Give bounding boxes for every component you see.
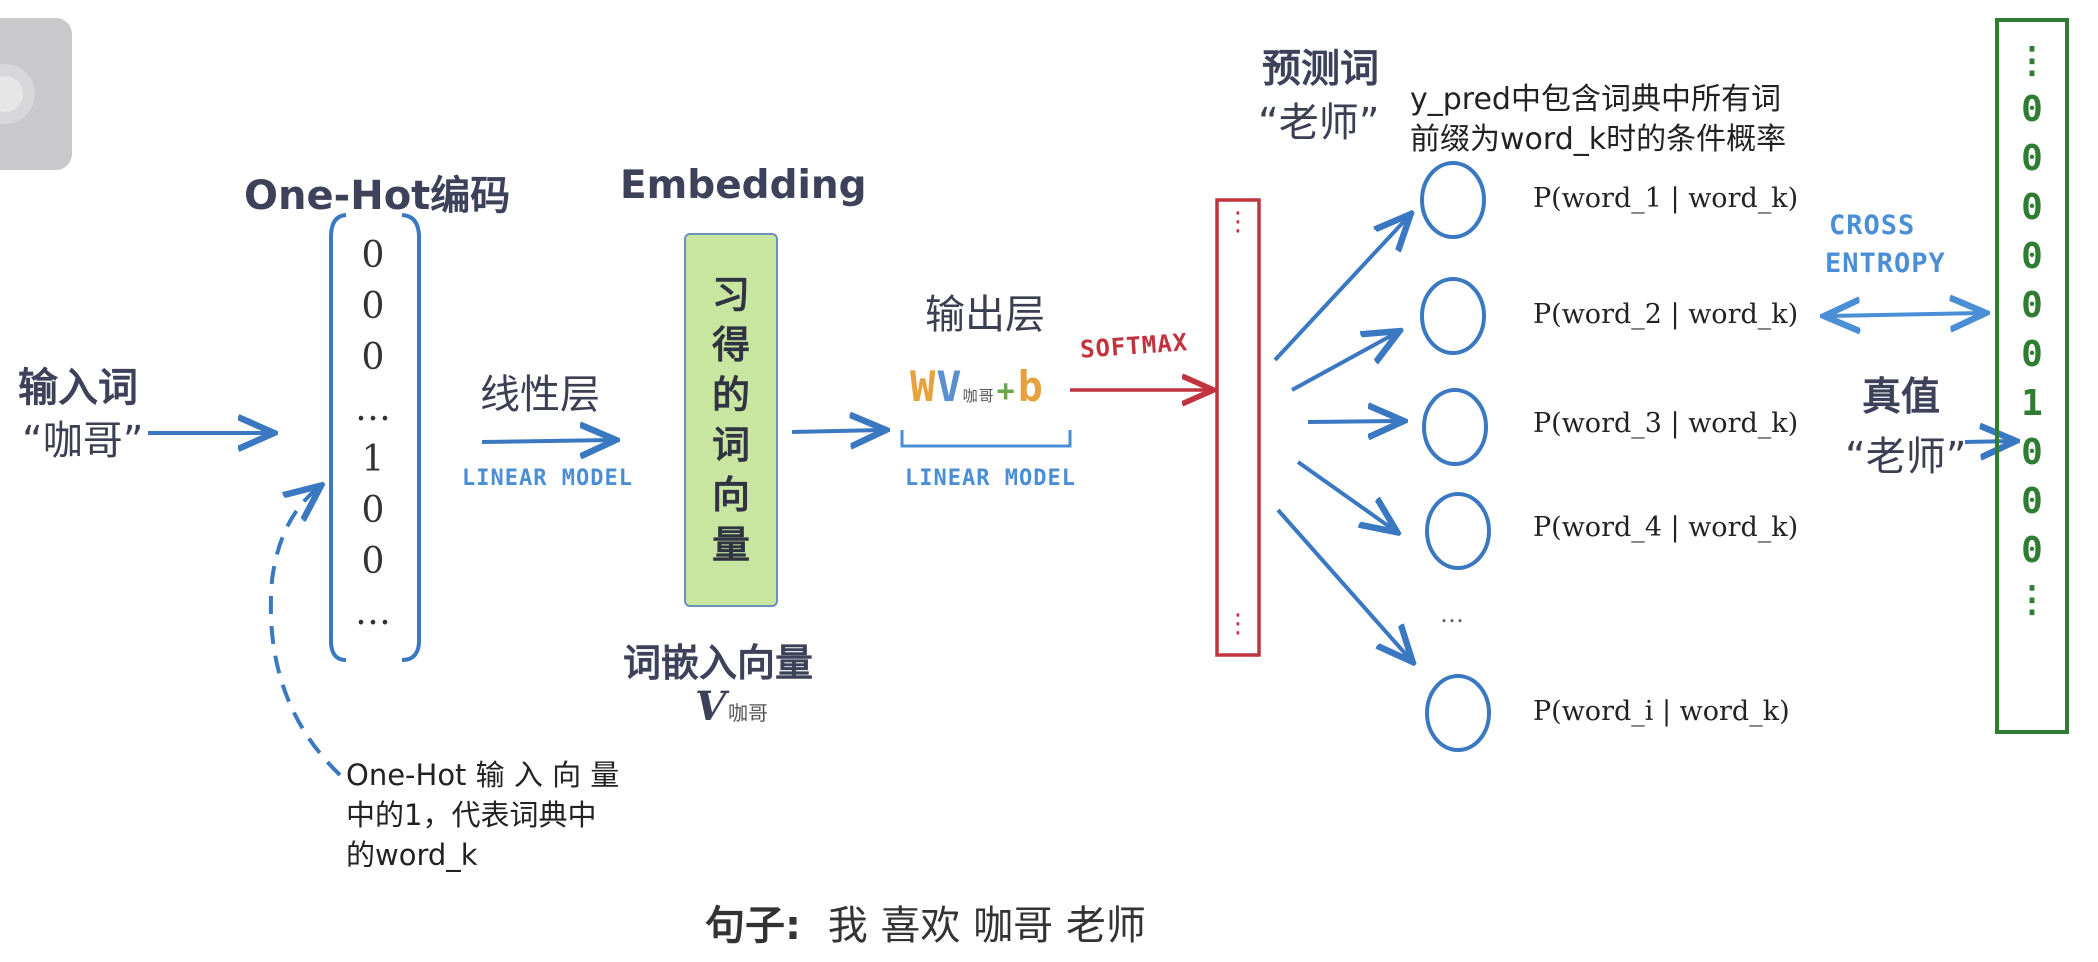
- linear-layer-tag: LINEAR MODEL: [462, 466, 633, 491]
- embedding-box: 习 得 的 词 向 量: [684, 233, 778, 607]
- embedding-char: 的: [711, 373, 750, 417]
- formula-plus: +: [996, 374, 1016, 409]
- prediction-note-line: 前缀为word_k时的条件概率: [1410, 122, 1787, 157]
- embedding-char: 量: [711, 523, 750, 567]
- prediction-note-line: y_pred中包含词典中所有词: [1410, 82, 1781, 117]
- probability-ellipsis: …: [1440, 600, 1464, 628]
- onehot-left-bracket: [328, 213, 347, 662]
- onehot-note-line: 的word_k: [346, 838, 478, 872]
- prediction-note: y_pred中包含词典中所有词 前缀为word_k时的条件概率: [1410, 80, 1786, 160]
- fan-arrows: [1273, 217, 1410, 659]
- truth-cell: 0: [2021, 530, 2043, 571]
- arrow-embedding-to-output: [791, 430, 882, 432]
- onehot-vector: 0 0 0 … 1 0 0 …: [345, 230, 401, 638]
- prediction-word: “老师”: [1258, 100, 1380, 146]
- svg-text:⋮: ⋮: [1225, 609, 1251, 639]
- onehot-right-bracket: [401, 213, 422, 662]
- truth-cell: 0: [2021, 187, 2043, 228]
- linear-layer-title: 线性层: [480, 372, 600, 418]
- truth-cell: ⋮: [2014, 579, 2050, 620]
- sentence-label: 句子:: [705, 903, 801, 949]
- formula-underbrace: [900, 430, 1072, 448]
- truth-cell: 0: [2021, 285, 2043, 326]
- input-word-title: 输入词: [18, 365, 138, 411]
- input-word-value: “咖哥”: [22, 418, 144, 464]
- onehot-cell: …: [355, 592, 391, 633]
- onehot-note-line: One-Hot 输 入 向 量: [346, 758, 620, 792]
- embedding-char: 向: [711, 473, 750, 517]
- output-formula: WV咖哥+b: [910, 362, 1044, 411]
- output-vector: [1215, 198, 1261, 657]
- probability-nodes: [1420, 161, 1491, 752]
- arrow-linear-layer: [481, 440, 612, 442]
- truth-cell: 0: [2021, 481, 2043, 522]
- corner-widget: [0, 18, 72, 170]
- probability-label: P(word_4 | word_k): [1533, 512, 1799, 543]
- truth-cell: 0: [2021, 334, 2043, 375]
- truth-cell: 0: [2021, 89, 2043, 130]
- onehot-note: One-Hot 输 入 向 量 中的1，代表词典中 的word_k: [346, 755, 619, 875]
- cross-entropy-line: ENTROPY: [1825, 248, 1946, 279]
- sentence: 句子: 我 喜欢 咖哥 老师: [705, 893, 1146, 951]
- svg-text:⋮: ⋮: [1225, 207, 1251, 237]
- onehot-cell-one: 1: [361, 439, 385, 480]
- prediction-title: 预测词: [1262, 47, 1380, 92]
- onehot-cell: …: [355, 388, 391, 429]
- formula-w: W: [910, 362, 937, 411]
- probability-label: P(word_1 | word_k): [1533, 183, 1799, 214]
- arrow-truth-to-vector: [1964, 441, 2012, 442]
- onehot-cell: 0: [361, 337, 385, 378]
- embedding-title: Embedding: [620, 163, 867, 208]
- truth-cell-one: 1: [2021, 383, 2043, 424]
- truth-values: ⋮ 0 0 0 0 0 0 1 0 0 0 ⋮: [1999, 36, 2065, 624]
- onehot-cell: 0: [361, 490, 385, 531]
- embedding-char: 习: [711, 273, 750, 317]
- probability-label: P(word_3 | word_k): [1533, 408, 1799, 439]
- arrow-note-to-one: [268, 488, 342, 777]
- cross-entropy-label: CROSS ENTROPY: [1825, 207, 1946, 283]
- truth-cell: 0: [2021, 236, 2043, 277]
- embedding-char: 词: [711, 423, 750, 467]
- truth-cell: ⋮: [2014, 40, 2050, 81]
- onehot-cell: 0: [361, 235, 385, 276]
- formula-v: V: [936, 362, 963, 411]
- output-layer-tag: LINEAR MODEL: [905, 466, 1076, 491]
- sentence-words: 我 喜欢 咖哥 老师: [827, 903, 1146, 949]
- probability-label: P(word_2 | word_k): [1533, 299, 1799, 330]
- onehot-cell: 0: [361, 286, 385, 327]
- cross-entropy-arrow: [1828, 313, 1982, 316]
- truth-word: “老师”: [1845, 434, 1967, 480]
- formula-sub: 咖哥: [962, 387, 995, 405]
- embedding-char: 得: [711, 323, 750, 367]
- truth-cell: 0: [2021, 138, 2043, 179]
- onehot-title: One-Hot编码: [244, 173, 511, 219]
- probability-label: P(word_i | word_k): [1533, 696, 1790, 727]
- onehot-cell: 0: [361, 541, 385, 582]
- onehot-note-line: 中的1，代表词典中: [346, 798, 597, 832]
- formula-b: b: [1017, 362, 1044, 411]
- embedding-symbol-sub: 咖哥: [728, 701, 769, 725]
- cross-entropy-line: CROSS: [1829, 210, 1916, 241]
- truth-cell: 0: [2021, 432, 2043, 473]
- truth-title: 真值: [1862, 375, 1941, 420]
- embedding-subtitle: 词嵌入向量: [623, 641, 814, 685]
- truth-vector: [1995, 18, 2069, 734]
- output-layer-title: 输出层: [925, 292, 1045, 338]
- embedding-symbol-v: V: [695, 683, 727, 730]
